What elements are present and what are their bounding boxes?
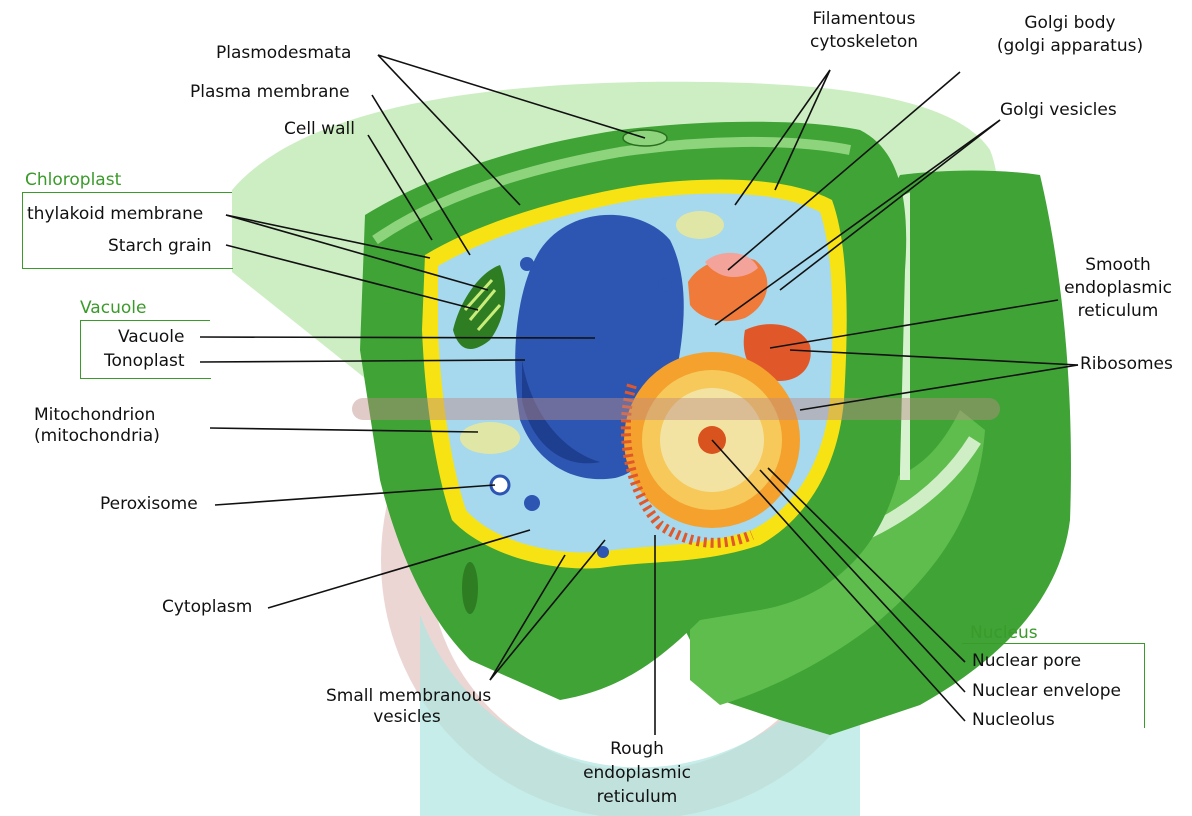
label-vacuole-heading: Vacuole	[80, 298, 146, 319]
label-peroxisome: Peroxisome	[100, 494, 198, 515]
label-thylakoid-membrane: thylakoid membrane	[27, 204, 203, 225]
wall-chloroplast	[462, 562, 478, 614]
watermark-bar	[352, 398, 1000, 420]
label-rough-er-line2: endoplasmic	[572, 761, 702, 785]
label-vacuole: Vacuole	[118, 327, 184, 348]
label-nucleolus: Nucleolus	[972, 710, 1055, 731]
label-starch-grain: Starch grain	[108, 236, 212, 257]
label-small-vesicles-line1: Small membranous	[326, 686, 488, 707]
label-small-vesicles-line2: vesicles	[326, 707, 488, 728]
vesicle-1	[524, 495, 540, 511]
label-golgi-vesicles: Golgi vesicles	[1000, 100, 1117, 121]
label-rough-er: Rough endoplasmic reticulum	[572, 737, 702, 809]
vesicle-3	[520, 257, 534, 271]
label-plasmodesmata: Plasmodesmata	[216, 43, 351, 64]
vesicle-2	[658, 278, 672, 292]
label-cytoplasm: Cytoplasm	[162, 597, 252, 618]
label-cell-wall: Cell wall	[284, 119, 355, 140]
label-filamentous-line2: cytoskeleton	[800, 31, 928, 54]
mitochondrion-2	[676, 211, 724, 239]
label-tonoplast: Tonoplast	[104, 351, 185, 372]
label-ribosomes: Ribosomes	[1080, 354, 1173, 375]
leader-vacuole	[200, 337, 595, 338]
label-nuclear-envelope: Nuclear envelope	[972, 681, 1121, 702]
label-chloroplast-heading: Chloroplast	[25, 170, 121, 191]
label-golgi-body: Golgi body (golgi apparatus)	[990, 12, 1150, 58]
label-smooth-er: Smooth endoplasmic reticulum	[1058, 254, 1178, 323]
label-mitochondrion-line1: Mitochondrion	[34, 405, 160, 426]
label-mitochondrion: Mitochondrion (mitochondria)	[34, 405, 160, 447]
label-smooth-er-line1: Smooth	[1058, 254, 1178, 277]
label-golgi-body-line1: Golgi body	[990, 12, 1150, 35]
label-rough-er-line1: Rough	[572, 737, 702, 761]
label-filamentous-line1: Filamentous	[800, 8, 928, 31]
label-filamentous-cytoskeleton: Filamentous cytoskeleton	[800, 8, 928, 54]
label-small-vesicles: Small membranous vesicles	[326, 686, 488, 728]
label-mitochondrion-line2: (mitochondria)	[34, 426, 160, 447]
label-smooth-er-line2: endoplasmic	[1058, 277, 1178, 300]
label-nuclear-pore: Nuclear pore	[972, 651, 1081, 672]
label-smooth-er-line3: reticulum	[1058, 300, 1178, 323]
label-rough-er-line3: reticulum	[572, 785, 702, 809]
label-nucleus-heading: Nucleus	[970, 623, 1038, 644]
label-plasma-membrane: Plasma membrane	[190, 82, 350, 103]
label-golgi-body-line2: (golgi apparatus)	[990, 35, 1150, 58]
mitochondrion-1	[460, 422, 520, 454]
